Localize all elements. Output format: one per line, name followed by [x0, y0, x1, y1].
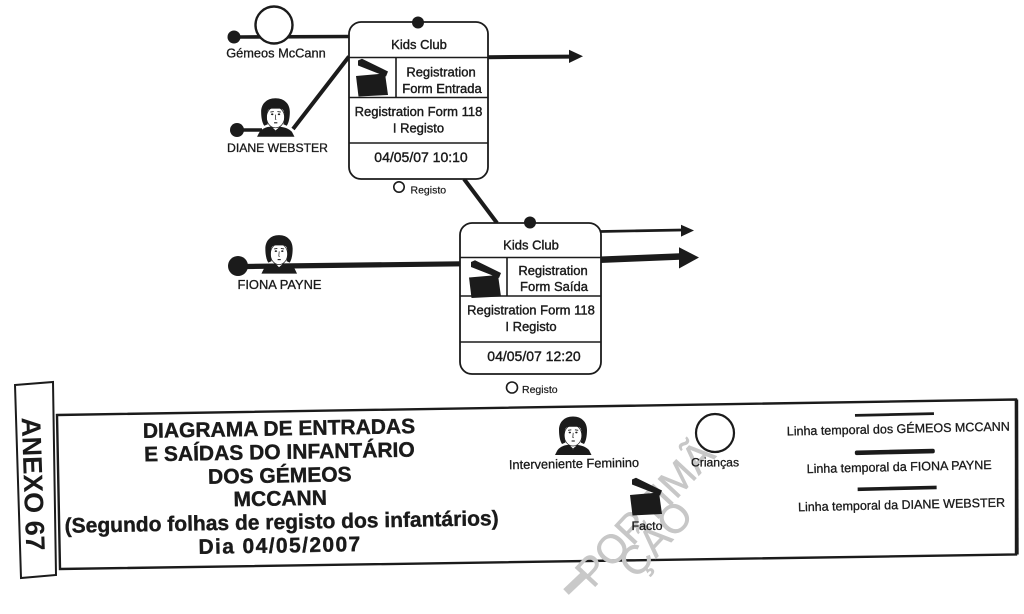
svg-text:04/05/07 10:10: 04/05/07 10:10: [374, 149, 468, 165]
svg-text:Registration Form 118: Registration Form 118: [355, 104, 483, 119]
svg-text:I Registo: I Registo: [505, 319, 556, 334]
svg-text:DIANE WEBSTER: DIANE WEBSTER: [227, 141, 328, 155]
svg-text:Dia 04/05/2007: Dia 04/05/2007: [198, 533, 362, 559]
svg-text:Crianças: Crianças: [691, 456, 739, 470]
svg-text:ANEXO 67: ANEXO 67: [16, 417, 51, 552]
svg-text:Form Entrada: Form Entrada: [402, 81, 482, 96]
svg-text:FIONA PAYNE: FIONA PAYNE: [237, 277, 321, 292]
svg-text:Registration: Registration: [518, 263, 587, 278]
svg-text:MCCANN: MCCANN: [233, 487, 327, 512]
svg-text:Registration Form 118: Registration Form 118: [467, 303, 595, 318]
svg-text:I Registo: I Registo: [393, 121, 444, 136]
svg-text:Facto: Facto: [632, 519, 663, 533]
svg-text:Kids Club: Kids Club: [391, 37, 447, 52]
svg-text:Registo: Registo: [411, 185, 447, 197]
svg-text:DOS GÉMEOS: DOS GÉMEOS: [208, 463, 352, 489]
svg-text:Form Saída: Form Saída: [520, 279, 589, 294]
svg-text:04/05/07 12:20: 04/05/07 12:20: [487, 348, 581, 364]
svg-text:Interveniente Feminino: Interveniente Feminino: [509, 455, 639, 472]
svg-text:Registo: Registo: [522, 384, 558, 396]
svg-text:Gémeos McCann: Gémeos McCann: [226, 46, 326, 61]
svg-text:Registration: Registration: [406, 65, 475, 80]
svg-text:Kids Club: Kids Club: [503, 238, 559, 253]
svg-text:Linha temporal da DIANE WEBSTE: Linha temporal da DIANE WEBSTER: [798, 496, 1005, 515]
svg-text:E SAÍDAS DO INFANTÁRIO: E SAÍDAS DO INFANTÁRIO: [144, 439, 415, 467]
svg-text:Linha temporal dos GÉMEOS MCCA: Linha temporal dos GÉMEOS MCCANN: [787, 419, 1010, 439]
svg-text:Linha temporal da FIONA PAYNE: Linha temporal da FIONA PAYNE: [807, 458, 992, 476]
svg-text:DIAGRAMA DE ENTRADAS: DIAGRAMA DE ENTRADAS: [143, 415, 416, 443]
